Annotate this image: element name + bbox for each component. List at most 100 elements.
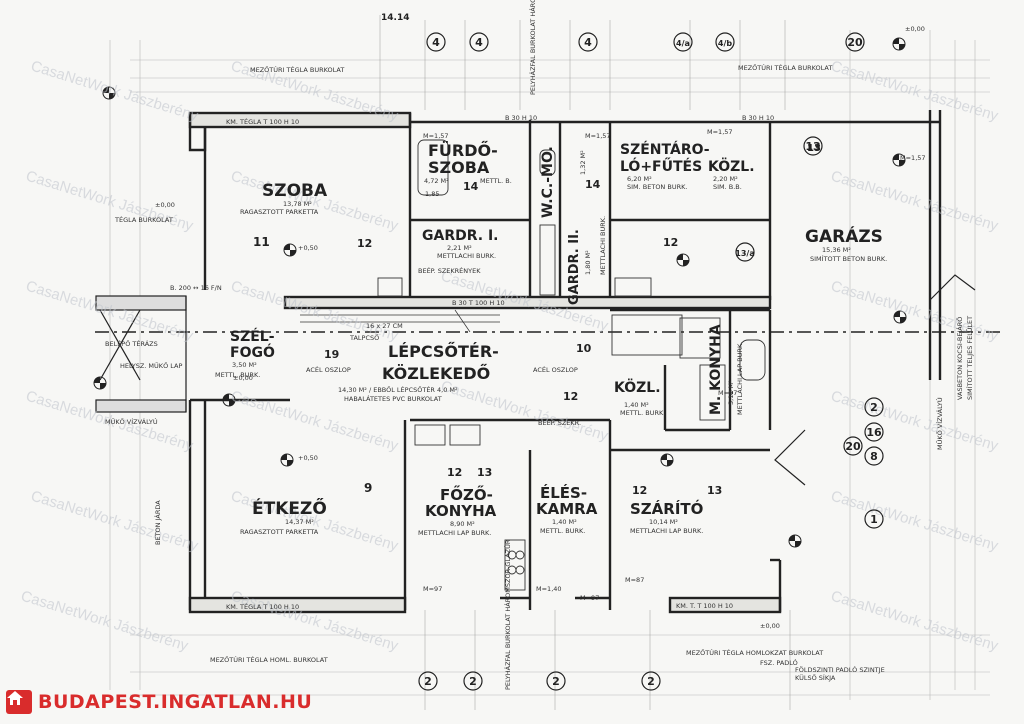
level-marker-7: [222, 393, 236, 407]
svg-text:MEZŐTÚRI TÉGLA BURKOLAT: MEZŐTÚRI TÉGLA BURKOLAT: [250, 65, 344, 74]
svg-text:FÖLDSZINTI PADLÓ SZINTJE: FÖLDSZINTI PADLÓ SZINTJE: [795, 665, 885, 674]
svg-text:19: 19: [324, 348, 339, 361]
svg-text:B 30 H 10: B 30 H 10: [742, 114, 774, 122]
svg-text:ÉLÉS-: ÉLÉS-: [540, 483, 587, 502]
level-marker-4: [892, 37, 906, 51]
svg-text:5,12 M²: 5,12 M²: [727, 380, 735, 405]
ref-circle-right-1: 16: [864, 422, 884, 442]
svg-text:KM. TÉGLA T 100 H 10: KM. TÉGLA T 100 H 10: [226, 602, 299, 611]
svg-text:RAGASZTOTT PARKETTA: RAGASZTOTT PARKETTA: [240, 528, 319, 536]
svg-text:PELYHÁZFAL BURKOLAT HÁROMSZOR-: PELYHÁZFAL BURKOLAT HÁROMSZOR-GLAZÚR: [503, 539, 512, 690]
room-szelfogo: SZÉL- FOGÓ 3,50 M² METTL. BURK. 19: [215, 328, 339, 379]
svg-text:±0,00: ±0,00: [155, 201, 175, 209]
svg-text:13: 13: [805, 140, 820, 153]
ref-circle-right-5: 13: [803, 136, 823, 156]
svg-text:METTL. BURK.: METTL. BURK.: [620, 409, 665, 417]
svg-text:SIMÍTOTT TELJES FELÜLET: SIMÍTOTT TELJES FELÜLET: [965, 316, 974, 400]
svg-text:BETON JÁRDA: BETON JÁRDA: [153, 500, 162, 545]
ref-circle-bottom-1: 2: [463, 671, 483, 691]
ref-circle-top-5: 20: [845, 32, 865, 52]
svg-text:MEZŐTÚRI TÉGLA HOMLOKZAT BURKO: MEZŐTÚRI TÉGLA HOMLOKZAT BURKOLAT: [686, 648, 823, 657]
svg-text:KÖZL.: KÖZL.: [708, 157, 755, 175]
ref-circle-right-2: 8: [864, 446, 884, 466]
ref-circle-right-3: 20: [843, 436, 863, 456]
room-kozl-lower: KÖZL. 1,40 M² METTL. BURK. 12: [563, 378, 665, 417]
svg-text:2: 2: [552, 675, 560, 688]
svg-text:M=97: M=97: [580, 594, 599, 602]
svg-text:±0,00: ±0,00: [760, 622, 780, 630]
svg-text:M=97: M=97: [423, 585, 442, 593]
ref-circle-top-4: 4/b: [715, 32, 735, 52]
svg-text:11: 11: [253, 235, 270, 249]
svg-text:METTLACHI LAP BURK.: METTLACHI LAP BURK.: [630, 527, 703, 535]
svg-text:12: 12: [357, 237, 372, 250]
ref-circle-bottom-2: 2: [546, 671, 566, 691]
svg-text:4: 4: [584, 36, 592, 49]
svg-text:FOGÓ: FOGÓ: [230, 343, 275, 361]
svg-text:1: 1: [870, 513, 878, 526]
house-icon: [6, 690, 32, 714]
level-marker-5: [893, 310, 907, 324]
svg-text:METTL. B.: METTL. B.: [480, 177, 512, 185]
svg-text:KONYHA: KONYHA: [425, 502, 497, 520]
svg-text:+0,50: +0,50: [298, 244, 318, 252]
svg-text:GARDR. II.: GARDR. II.: [567, 229, 582, 305]
svg-text:8,90 M²: 8,90 M²: [450, 520, 475, 528]
svg-text:M=1,40: M=1,40: [536, 585, 562, 593]
svg-text:4: 4: [475, 36, 483, 49]
svg-text:14: 14: [585, 178, 601, 191]
svg-text:TÉGLA BURKOLAT: TÉGLA BURKOLAT: [114, 215, 173, 224]
svg-text:12: 12: [563, 390, 578, 403]
svg-text:METTL. BURK.: METTL. BURK.: [215, 371, 260, 379]
svg-text:14: 14: [463, 180, 479, 193]
svg-text:1,80 M²: 1,80 M²: [584, 250, 592, 275]
svg-text:M=1,57: M=1,57: [707, 128, 733, 136]
svg-text:4,72 M²: 4,72 M²: [424, 177, 449, 185]
svg-text:FSZ. PADLÓ: FSZ. PADLÓ: [760, 658, 798, 667]
ref-circle-bottom-3: 2: [641, 671, 661, 691]
svg-text:LÉPCSŐTÉR-: LÉPCSŐTÉR-: [388, 341, 499, 361]
svg-text:13/a: 13/a: [735, 249, 754, 258]
room-szarito: SZÁRÍTÓ 10,14 M² METTLACHI LAP BURK. 12 …: [630, 484, 722, 535]
svg-text:MŰKŐ VÍZVÁLYÚ: MŰKŐ VÍZVÁLYÚ: [935, 397, 944, 450]
svg-text:SZOBA: SZOBA: [262, 181, 328, 201]
svg-text:HABALÁTETES PVC BURKOLAT: HABALÁTETES PVC BURKOLAT: [344, 394, 442, 403]
level-marker-3: [660, 453, 674, 467]
svg-text:GARDR. I.: GARDR. I.: [422, 228, 499, 244]
svg-text:M=1,57: M=1,57: [900, 154, 926, 162]
level-marker-1: [280, 453, 294, 467]
room-furdoszoba: FÜRDŐ- SZOBA 4,72 M² METTL. B. 14 1,85: [424, 140, 512, 198]
room-szoba: SZOBA 13,78 M² RAGASZTOTT PARKETTA 11 12…: [240, 181, 372, 252]
svg-text:2: 2: [424, 675, 432, 688]
room-garazs: GARÁZS 15,36 M² SIMÍTOTT BETON BURK.: [805, 225, 887, 263]
svg-text:13: 13: [807, 143, 821, 154]
svg-text:ÉTKEZŐ: ÉTKEZŐ: [252, 497, 327, 519]
ref-circle-right-0: 2: [864, 397, 884, 417]
svg-text:14.14: 14.14: [381, 13, 409, 23]
room-etkezo: ÉTKEZŐ 14,37 M² RAGASZTOTT PARKETTA 9 +0…: [240, 454, 372, 536]
svg-text:SZÁRÍTÓ: SZÁRÍTÓ: [630, 499, 703, 518]
svg-text:GARÁZS: GARÁZS: [805, 225, 883, 247]
svg-text:BEÉP. SZEKRÉNYEK: BEÉP. SZEKRÉNYEK: [418, 266, 481, 275]
svg-text:8: 8: [870, 450, 878, 463]
svg-text:SZOBA: SZOBA: [428, 158, 490, 177]
svg-text:2: 2: [647, 675, 655, 688]
annotation-labels: MEZŐTÚRI TÉGLA BURKOLAT MEZŐTÚRI TÉGLA B…: [105, 0, 974, 690]
svg-text:KM. T. T 100 H 10: KM. T. T 100 H 10: [676, 602, 733, 610]
ref-circle-top-1: 4: [469, 32, 489, 52]
room-mosokonyha: M. KONYHA 5,12 M² METTLACHI LAP BURK.: [708, 324, 744, 415]
svg-text:20: 20: [847, 36, 863, 49]
svg-text:KAMRA: KAMRA: [536, 500, 598, 518]
svg-text:FÜRDŐ-: FÜRDŐ-: [428, 140, 498, 160]
svg-text:4/a: 4/a: [676, 39, 690, 48]
site-badge: BUDAPEST.INGATLAN.HU: [6, 690, 312, 714]
svg-text:20: 20: [845, 440, 861, 453]
svg-text:METTLACHI LAP BURK.: METTLACHI LAP BURK.: [418, 529, 491, 537]
svg-text:4/b: 4/b: [718, 39, 732, 48]
svg-text:1,40 M²: 1,40 M²: [552, 518, 577, 526]
level-marker-0: [283, 243, 297, 257]
svg-text:SIMÍTOTT BETON BURK.: SIMÍTOTT BETON BURK.: [810, 254, 887, 263]
svg-text:10: 10: [576, 342, 592, 355]
